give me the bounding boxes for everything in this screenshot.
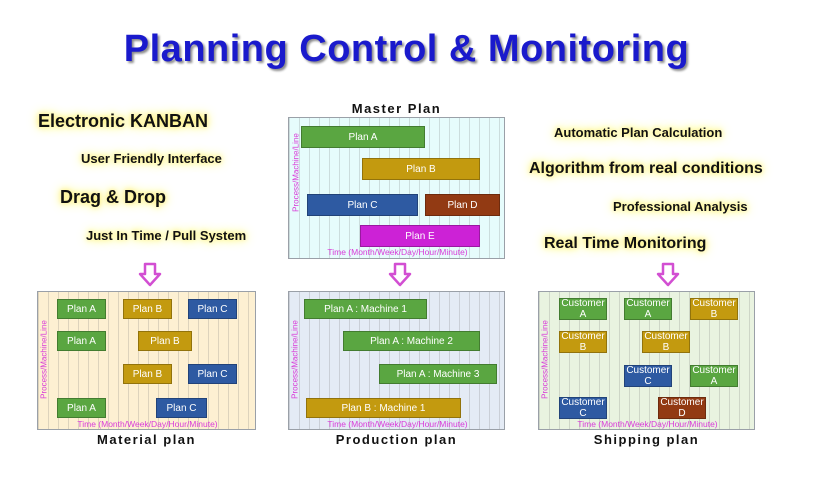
- material-bar[interactable]: Plan B: [123, 299, 172, 319]
- master-bar-plan-d[interactable]: Plan D: [425, 194, 500, 216]
- shipping-y-axis-label: Process/Machine/Line: [540, 320, 550, 399]
- down-arrow-icon: [656, 262, 680, 287]
- production-bar[interactable]: Plan A : Machine 1: [304, 299, 427, 319]
- master-y-axis-label: Process/Machine/Line: [291, 133, 301, 212]
- down-arrow-icon: [138, 262, 162, 287]
- production-plan-chart: Plan A : Machine 1 Plan A : Machine 2 Pl…: [288, 291, 505, 430]
- master-bar-plan-a[interactable]: Plan A: [301, 126, 425, 148]
- master-x-axis-label: Time (Month/Week/Day/Hour/Minute): [327, 247, 468, 257]
- production-bar[interactable]: Plan A : Machine 2: [343, 331, 480, 351]
- production-bar[interactable]: Plan B : Machine 1: [306, 398, 461, 418]
- master-plan-chart: Plan A Plan B Plan C Plan D Plan E Proce…: [288, 117, 505, 259]
- production-bar[interactable]: Plan A : Machine 3: [379, 364, 497, 384]
- master-plan-label: Master Plan: [351, 101, 442, 116]
- material-bar[interactable]: Plan A: [57, 331, 106, 351]
- material-bar[interactable]: Plan C: [188, 299, 237, 319]
- feature-drag-drop: Drag & Drop: [60, 187, 167, 207]
- production-x-axis-label: Time (Month/Week/Day/Hour/Minute): [327, 419, 468, 429]
- down-arrow-icon: [388, 262, 412, 287]
- material-bar[interactable]: Plan B: [123, 364, 172, 384]
- feature-analysis: Professional Analysis: [613, 199, 748, 214]
- feature-jit: Just In Time / Pull System: [86, 228, 247, 243]
- material-bar[interactable]: Plan A: [57, 398, 106, 418]
- material-x-axis-label: Time (Month/Week/Day/Hour/Minute): [77, 419, 218, 429]
- feature-user-friendly: User Friendly Interface: [81, 151, 222, 166]
- production-plan-label: Production plan: [335, 432, 458, 447]
- feature-auto-calc: Automatic Plan Calculation: [554, 125, 723, 140]
- feature-monitoring: Real Time Monitoring: [544, 235, 707, 252]
- feature-algorithm: Algorithm from real conditions: [529, 160, 763, 177]
- page-title: Planning Control & Monitoring: [123, 28, 690, 70]
- shipping-plan-label: Shipping plan: [593, 432, 700, 447]
- production-y-axis-label: Process/Machine/Line: [290, 320, 300, 399]
- material-bar[interactable]: Plan C: [156, 398, 207, 418]
- master-bar-plan-b[interactable]: Plan B: [362, 158, 480, 180]
- material-bar[interactable]: Plan B: [138, 331, 192, 351]
- material-y-axis-label: Process/Machine/Line: [39, 320, 49, 399]
- material-bar[interactable]: Plan A: [57, 299, 106, 319]
- feature-electronic-kanban: Electronic KANBAN: [38, 111, 209, 131]
- shipping-x-axis-label: Time (Month/Week/Day/Hour/Minute): [577, 419, 718, 429]
- material-plan-chart: Plan A Plan B Plan C Plan A Plan B Plan …: [37, 291, 256, 430]
- material-plan-label: Material plan: [97, 432, 196, 447]
- master-bar-plan-c[interactable]: Plan C: [307, 194, 418, 216]
- material-bar[interactable]: Plan C: [188, 364, 237, 384]
- master-bar-plan-e[interactable]: Plan E: [360, 225, 480, 247]
